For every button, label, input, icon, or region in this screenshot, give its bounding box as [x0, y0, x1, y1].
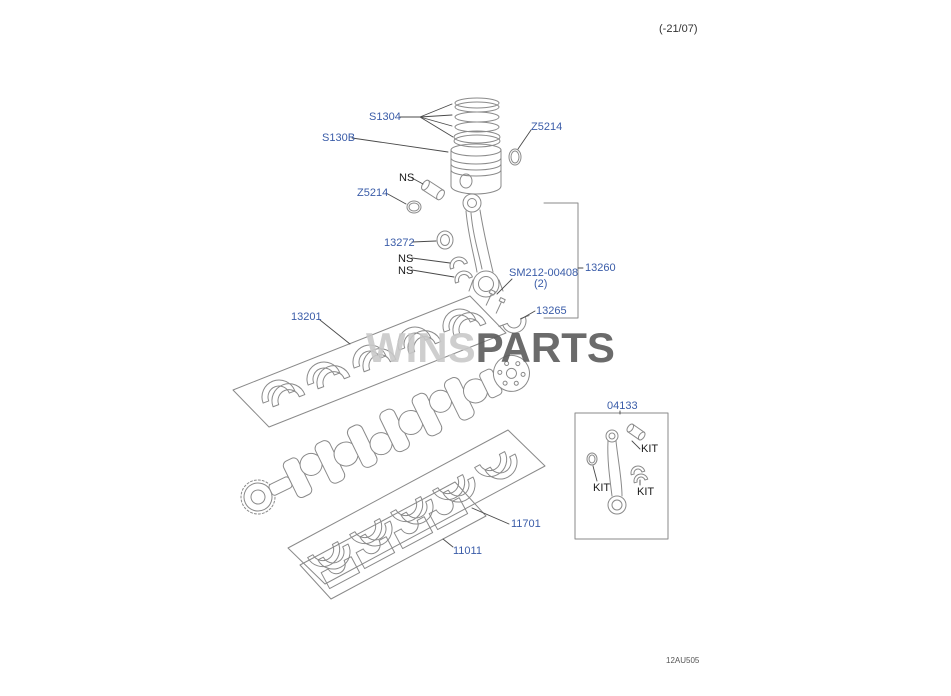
- label-13201: 13201: [291, 311, 322, 323]
- snap-ring-right: [508, 148, 522, 166]
- label-13265: 13265: [536, 305, 567, 317]
- label-z5214-right: Z5214: [531, 121, 563, 133]
- crankshaft: [240, 354, 530, 515]
- label-13272: 13272: [384, 237, 415, 249]
- label-ns-shell-lower: NS: [398, 265, 414, 277]
- main-bearings-lower: [287, 429, 546, 585]
- piston: [450, 143, 502, 195]
- snap-ring-left: [406, 200, 422, 214]
- watermark: WINSPARTS: [366, 324, 615, 372]
- bearing-caps: [299, 481, 487, 600]
- label-11701: 11701: [511, 518, 541, 530]
- label-kit-c: KIT: [637, 486, 655, 498]
- label-04133: 04133: [607, 400, 638, 412]
- connecting-rod: [462, 193, 504, 298]
- watermark-parts: PARTS: [475, 324, 615, 371]
- piston-pin: [421, 179, 445, 201]
- watermark-wins: WINS: [366, 324, 476, 371]
- document-code: 12AU505: [666, 656, 700, 665]
- label-sm212-00408: SM212-00408: [509, 267, 579, 279]
- kit-box: [574, 412, 669, 540]
- label-kit-b: KIT: [593, 482, 611, 494]
- rod-bearing-shells: [449, 256, 473, 284]
- leader-lines: [319, 103, 641, 548]
- label-ns-pin: NS: [399, 172, 415, 184]
- rod-bushing: [436, 230, 454, 250]
- rod-assembly-bracket: [543, 202, 579, 319]
- revision-code: (-21/07): [659, 23, 698, 35]
- piston-ring-set: [453, 97, 501, 148]
- label-13260: 13260: [585, 262, 616, 274]
- label-kit-a: KIT: [641, 443, 659, 455]
- label-11011: 11011: [453, 545, 482, 557]
- rod-bolts: [485, 289, 506, 314]
- label-z5214-left: Z5214: [357, 187, 389, 199]
- label-s1304: S1304: [369, 111, 401, 123]
- label-sm212-qty: (2): [534, 278, 548, 290]
- main-bearings-upper: [232, 295, 507, 428]
- label-ns-shell-upper: NS: [398, 253, 414, 265]
- label-s130b: S130B: [322, 132, 356, 144]
